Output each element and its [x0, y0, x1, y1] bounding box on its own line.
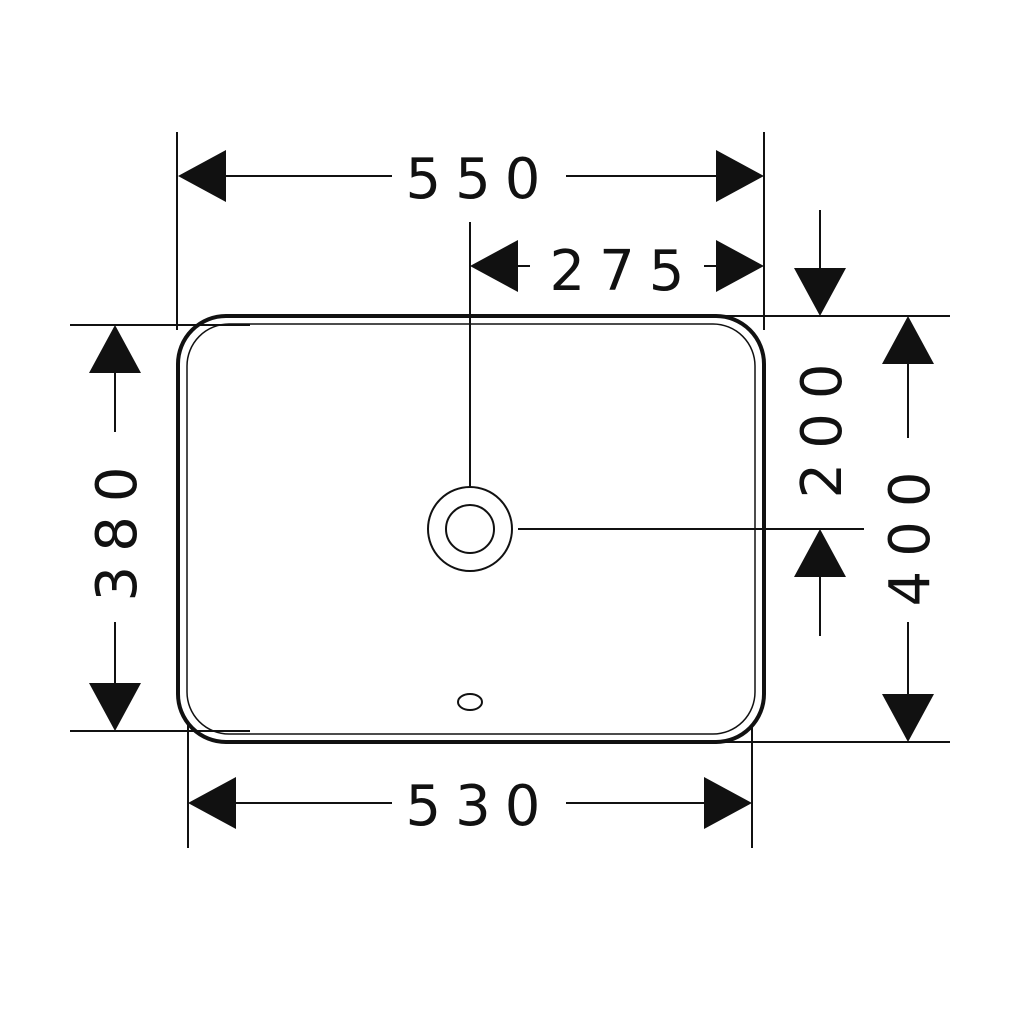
arrow-550-right [716, 150, 764, 202]
dimension-label-275: 275 [550, 239, 699, 304]
overflow-hole [457, 693, 483, 711]
arrow-275-right [716, 240, 764, 292]
drain-inner-circle [445, 504, 495, 554]
arrow-380-bottom [89, 683, 141, 731]
arrow-200-bottom [794, 529, 846, 577]
arrow-530-right [704, 777, 752, 829]
dimension-label-200: 200 [790, 350, 855, 499]
drain-outer-circle [427, 486, 513, 572]
dimension-label-380: 380 [85, 453, 150, 602]
arrow-530-left [188, 777, 236, 829]
arrow-275-left [470, 240, 518, 292]
arrow-400-top [882, 316, 934, 364]
dimension-label-530: 530 [406, 774, 555, 839]
dimension-label-400: 400 [878, 458, 943, 607]
arrow-550-left [178, 150, 226, 202]
dimension-label-550: 550 [406, 147, 555, 212]
arrow-200-top [794, 268, 846, 316]
arrow-380-top [89, 325, 141, 373]
arrow-400-bottom [882, 694, 934, 742]
